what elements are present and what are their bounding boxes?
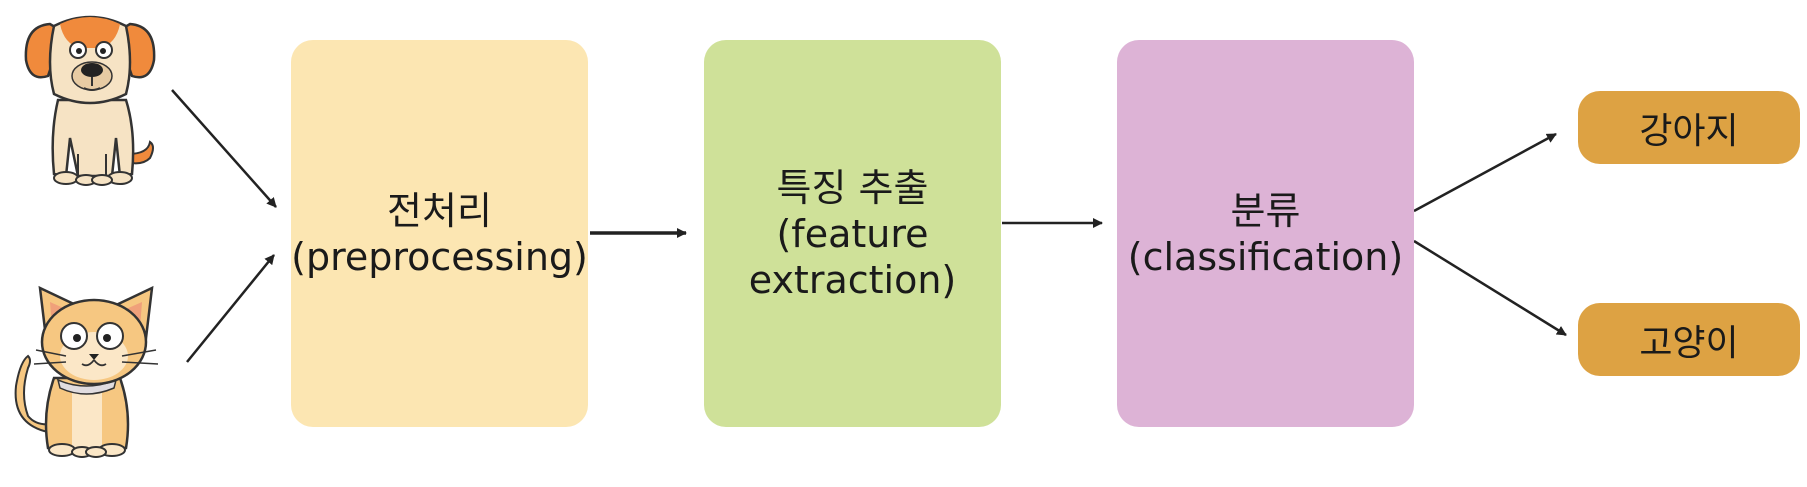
feature-extraction-title: 특징 추출 <box>776 165 929 210</box>
arrow-dog-to-preprocessing <box>171 89 277 208</box>
feature-extraction-box: 특징 추출 (feature extraction) <box>704 40 1001 427</box>
output-dog-label: 강아지 <box>1578 91 1800 164</box>
arrow-classification-to-dog <box>1413 132 1557 213</box>
preprocessing-subtitle: (preprocessing) <box>291 234 588 279</box>
output-cat-label: 고양이 <box>1578 303 1800 376</box>
cat-icon <box>14 285 159 458</box>
classification-box: 분류 (classification) <box>1117 40 1414 427</box>
classification-title: 분류 <box>1230 188 1301 233</box>
dog-icon <box>24 15 156 186</box>
preprocessing-title: 전처리 <box>387 188 492 233</box>
preprocessing-box: 전처리 (preprocessing) <box>291 40 588 427</box>
feature-extraction-subtitle-1: (feature <box>776 211 929 256</box>
arrow-classification-to-cat <box>1413 239 1567 337</box>
feature-extraction-subtitle-2: extraction) <box>748 257 957 302</box>
arrow-cat-to-preprocessing <box>186 254 275 363</box>
classification-subtitle: (classification) <box>1127 234 1404 279</box>
